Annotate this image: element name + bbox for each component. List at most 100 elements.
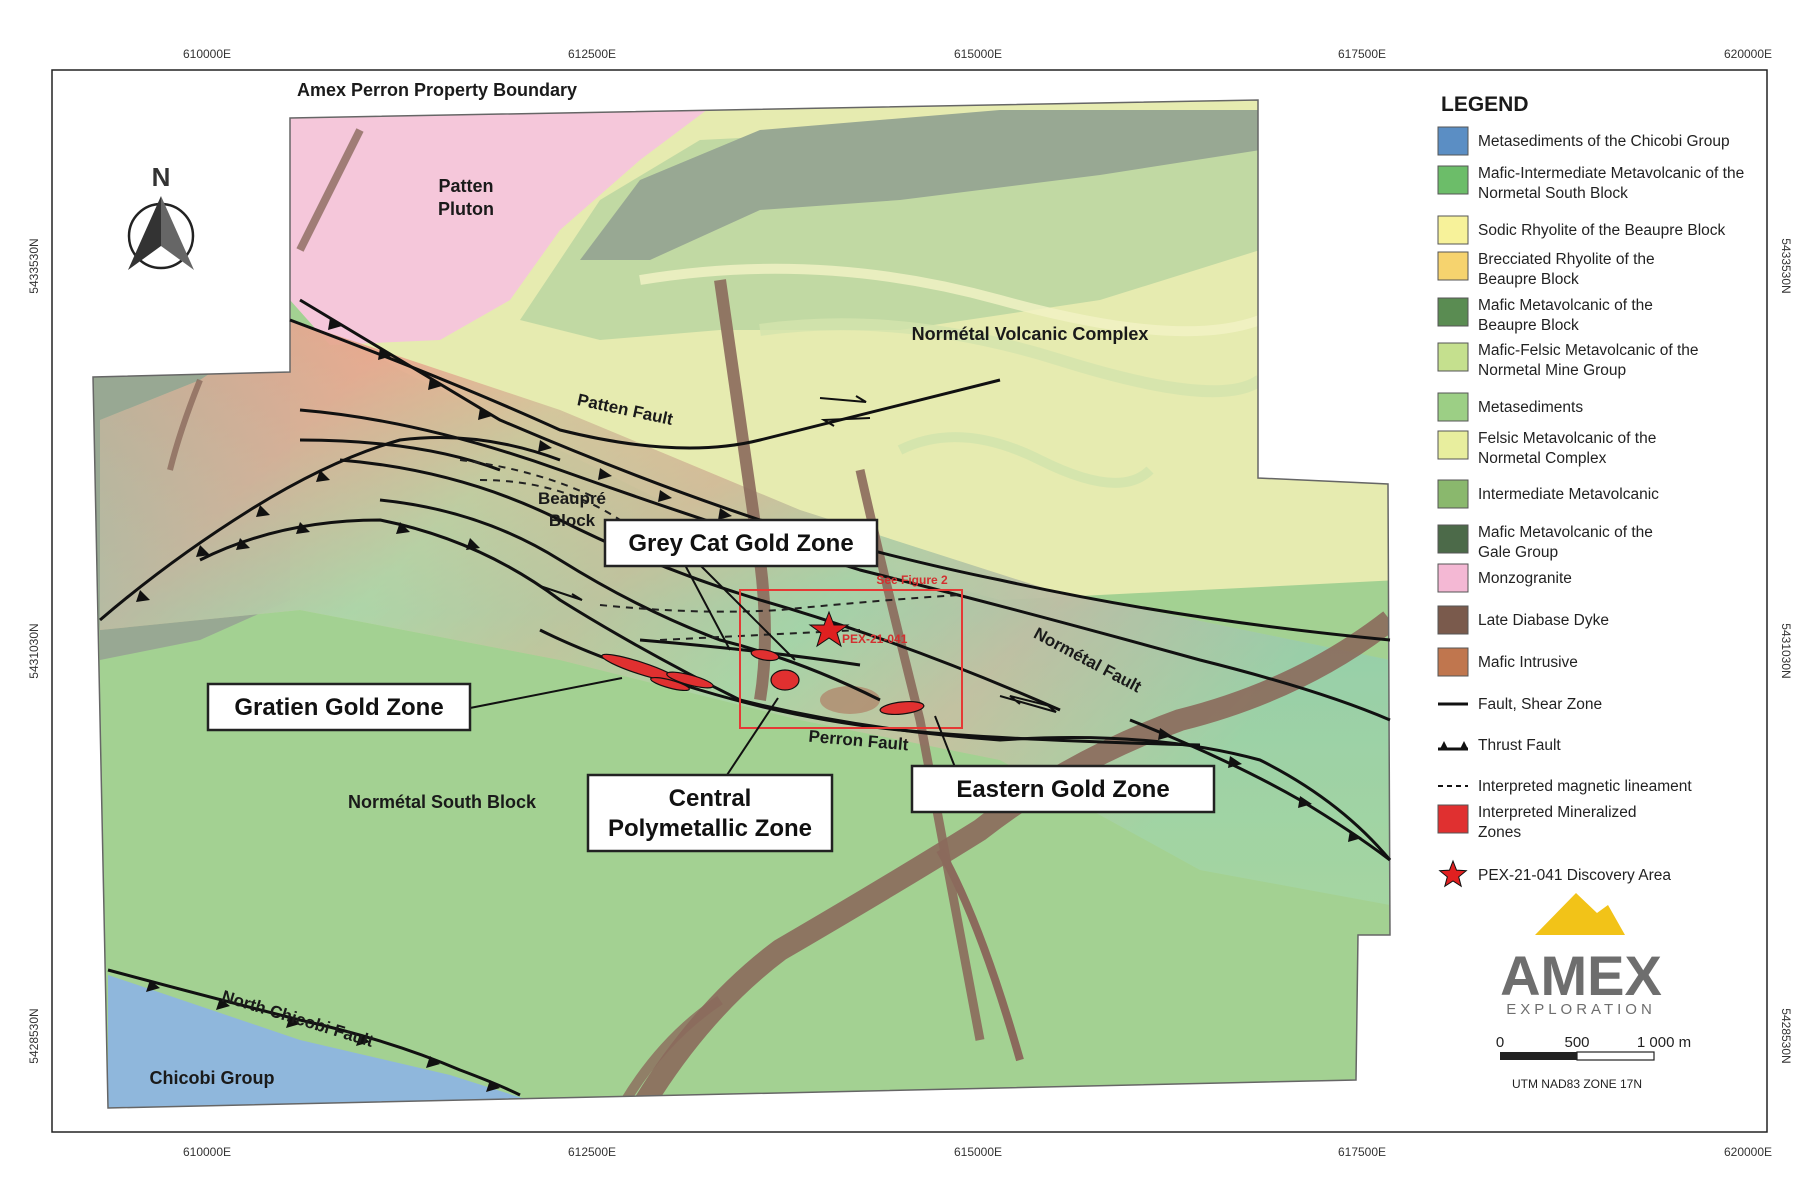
- thrust-ticks: [136, 318, 1362, 1092]
- legend-swatch: [1437, 251, 1469, 281]
- mafic-intrusive-unit: [820, 686, 880, 714]
- thrust-fault-icon: [1438, 741, 1468, 751]
- scale-tick-500: 500: [1564, 1034, 1589, 1051]
- legend-swatch: [1437, 804, 1469, 834]
- legend-label: Normetal Mine Group: [1478, 362, 1626, 379]
- eastern-zone: [879, 701, 925, 715]
- legend-title: LEGEND: [1441, 93, 1529, 116]
- scale-projection: UTM NAD83 ZONE 17N: [1512, 1077, 1642, 1091]
- legend-label: Felsic Metavolcanic of the: [1478, 430, 1656, 447]
- thrust-tick: [658, 490, 672, 502]
- thrust-tick: [1298, 796, 1312, 808]
- legend-label: PEX-21-041 Discovery Area: [1478, 867, 1671, 884]
- scale-tick-1000: 1 000 m: [1637, 1034, 1691, 1051]
- shear-arrow: [999, 695, 1057, 713]
- thrust-tick: [1348, 830, 1362, 842]
- shear-zone-1: [339, 458, 1061, 712]
- mineralized-zones: [601, 648, 925, 715]
- legend: LEGEND Metasediments of the Chicobi Grou…: [1437, 93, 1744, 888]
- legend-label: Mafic-Intermediate Metavolcanic of the: [1478, 165, 1744, 182]
- central-callout-box: [586, 773, 834, 853]
- coord-top: 617500E: [1338, 47, 1386, 61]
- grey-cat-callout[interactable]: Grey Cat Gold Zone: [603, 518, 879, 568]
- see-figure-2-box[interactable]: [739, 589, 963, 729]
- legend-item: Metasediments of the Chicobi Group: [1437, 126, 1730, 156]
- property-boundary: [92, 99, 1391, 1109]
- scale-bar: 0 500 1 000 m UTM NAD83 ZONE 17N: [1496, 1034, 1691, 1091]
- coords-top: 610000E 612500E 615000E 617500E 620000E: [183, 47, 1772, 61]
- see-figure-2-label: See Figure 2: [876, 573, 948, 587]
- gratien-leader: [469, 677, 623, 709]
- gratien-callout[interactable]: Gratien Gold Zone: [206, 682, 472, 732]
- coord-right: 5431030N: [1779, 623, 1793, 678]
- central-callout-text-2: Polymetallic Zone: [608, 815, 812, 842]
- grey-cat-leader: [684, 564, 731, 651]
- eastern-callout-box: [910, 764, 1216, 814]
- coord-bottom: 612500E: [568, 1145, 616, 1159]
- fault-lines: [289, 318, 1391, 747]
- thrust-fault-north-chicobi: [107, 968, 521, 1097]
- chicobi-group-label: Chicobi Group: [150, 1068, 275, 1088]
- thrust-tick: [378, 348, 392, 360]
- eastern-callout[interactable]: Eastern Gold Zone: [910, 764, 1216, 814]
- legend-label: Beaupre Block: [1478, 271, 1579, 288]
- magnetic-lineament: [459, 459, 601, 501]
- thrust-tick: [1460, 741, 1468, 749]
- coord-top: 612500E: [568, 47, 616, 61]
- coords-bottom: 610000E 612500E 615000E 617500E 620000E: [183, 1145, 1772, 1159]
- grey-cat-callout-box: [603, 518, 879, 568]
- pex-21-041-label: PEX-21-041: [842, 632, 908, 646]
- monzogranite-unit: [290, 100, 720, 345]
- central-callout[interactable]: Central Polymetallic Zone: [586, 773, 834, 853]
- coord-left: 5433530N: [27, 238, 41, 293]
- patten-arrow-top: [819, 395, 867, 403]
- fault-arrows: [539, 395, 1057, 713]
- eastern-callout-text: Eastern Gold Zone: [956, 776, 1169, 803]
- legend-label: Monzogranite: [1478, 570, 1572, 587]
- grey-cat-callout-text: Grey Cat Gold Zone: [628, 530, 853, 557]
- legend-label: Beaupre Block: [1478, 317, 1579, 334]
- legend-item: Metasediments: [1437, 392, 1583, 422]
- thrust-tick: [598, 468, 612, 480]
- thrust-tick: [718, 508, 732, 520]
- legend-label: Mafic Intrusive: [1478, 654, 1578, 671]
- legend-items: Metasediments of the Chicobi GroupMafic-…: [1437, 126, 1744, 888]
- scale-tick-0: 0: [1496, 1034, 1504, 1051]
- pex-21-041-star-icon[interactable]: [808, 610, 850, 648]
- legend-label: Normetal Complex: [1478, 450, 1607, 467]
- legend-swatch: [1437, 524, 1469, 554]
- volcanic-banding: [639, 263, 1262, 337]
- thrust-tick: [428, 378, 442, 390]
- logo-subtitle: EXPLORATION: [1506, 1001, 1656, 1018]
- patten-fault-line: [289, 318, 1001, 450]
- diabase-dyke-w: [167, 378, 203, 471]
- thrust-tick: [538, 440, 552, 452]
- thrust-tick: [426, 1056, 440, 1068]
- legend-swatch: [1437, 342, 1469, 372]
- legend-swatch: [1437, 126, 1469, 156]
- coord-left: 5431030N: [27, 623, 41, 678]
- legend-label: Interpreted magnetic lineament: [1478, 778, 1692, 795]
- legend-item: Monzogranite: [1437, 563, 1572, 593]
- normetal-volcanic-label: Normétal Volcanic Complex: [912, 324, 1149, 344]
- coord-bottom: 615000E: [954, 1145, 1002, 1159]
- coords-left: 5433530N 5431030N 5428530N: [27, 238, 41, 1063]
- property-boundary-label: Amex Perron Property Boundary: [297, 80, 577, 100]
- volcanic-banding-3: [897, 432, 1154, 488]
- diabase-dyke-nw: [296, 128, 364, 252]
- legend-label: Mafic Metavolcanic of the: [1478, 297, 1653, 314]
- diabase-dyke-main: [630, 611, 1390, 1108]
- central-callout-text-1: Central: [669, 785, 752, 812]
- coord-top: 620000E: [1724, 47, 1772, 61]
- gratien-zone-2: [666, 671, 714, 689]
- thrust-tick: [196, 545, 210, 557]
- thrust-tick: [136, 590, 150, 602]
- star-icon: [1438, 859, 1468, 888]
- thrust-tick: [356, 1034, 370, 1046]
- coords-right: 5433530N 5431030N 5428530N: [1779, 238, 1793, 1063]
- north-arrow-letter: N: [152, 162, 171, 192]
